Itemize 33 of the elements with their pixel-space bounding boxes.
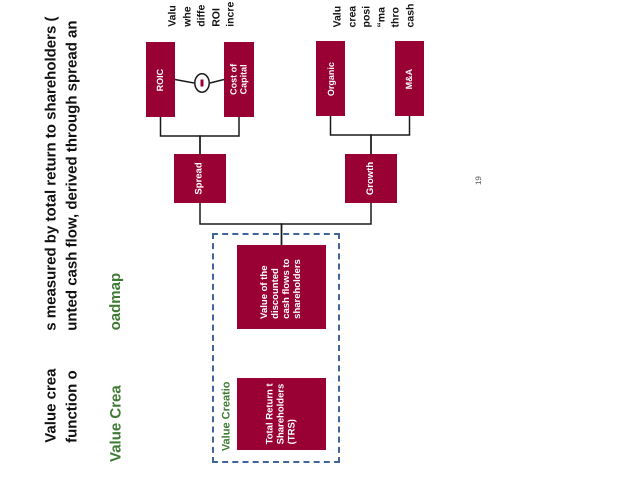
connector-line	[210, 78, 224, 84]
process-box	[224, 42, 254, 117]
connector-line	[199, 117, 240, 154]
title-text: Value crea	[42, 368, 60, 442]
process-box	[345, 154, 397, 203]
process-box	[146, 42, 175, 117]
connector-line	[370, 116, 410, 154]
node-label: Cost of Capital	[228, 62, 250, 97]
node-label: Value of the discounted cash flows to shareholders	[260, 258, 304, 319]
process-box	[395, 41, 424, 116]
title-text: unted cash flow, derived through spread an	[64, 20, 81, 330]
node-label: ROIC	[155, 68, 166, 91]
connector-line	[174, 78, 194, 84]
process-box	[237, 378, 326, 450]
node-label: Total Return t Shareholders (TRS)	[265, 382, 298, 444]
group-title: Value Creatio	[220, 380, 234, 451]
note-text: Valu crea posi “ma thro cash	[330, 3, 416, 27]
subtitle-text: oadmap	[107, 272, 124, 330]
process-box	[316, 41, 345, 116]
connector-line	[280, 203, 372, 245]
node-label: M&A	[404, 68, 414, 89]
node-label: Spread	[194, 162, 206, 195]
dashed-group-box	[212, 233, 340, 463]
operator-circle	[194, 73, 210, 93]
title-text: s measured by total return to shareholders (	[42, 16, 60, 330]
page-number: 19	[473, 176, 483, 185]
node-label: Growth	[366, 162, 377, 196]
subtitle-text: Value Crea	[107, 385, 124, 462]
process-box	[237, 245, 326, 329]
note-text: Valu whe diffe ROI incre	[165, 2, 238, 27]
title-text: function o	[64, 370, 81, 442]
node-label: Organic	[325, 62, 336, 96]
process-box	[174, 154, 226, 203]
